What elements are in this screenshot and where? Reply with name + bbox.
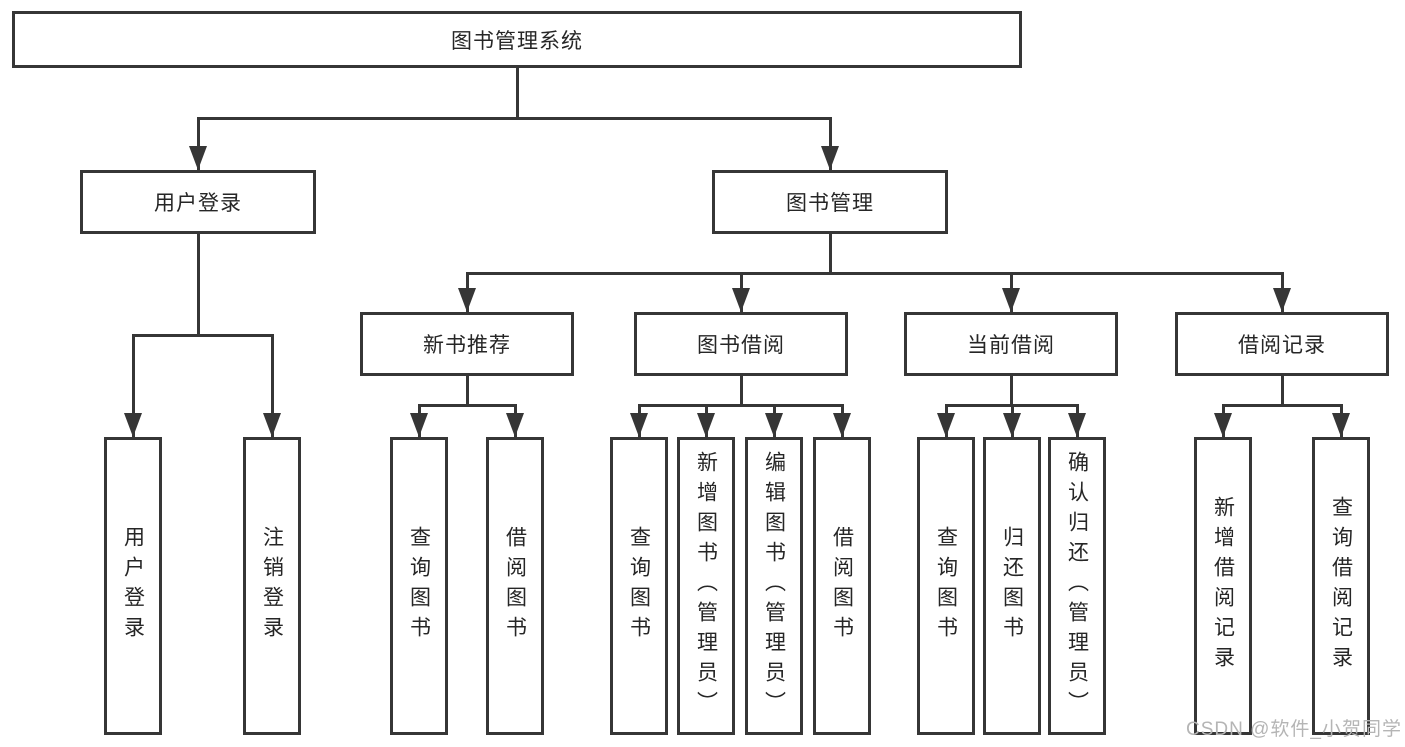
leaf-confirm-return-admin-label: 确认归还（管理员）	[1065, 451, 1089, 721]
leaf-user-login-label: 用户登录	[121, 526, 145, 646]
arrow-down-icon	[1003, 413, 1021, 437]
connector-user-login-stem	[197, 234, 200, 336]
leaf-return-books-label: 归还图书	[1000, 526, 1024, 646]
arrow-down-icon	[697, 413, 715, 437]
leaf-query-books-recommend-label: 查询图书	[407, 526, 431, 646]
arrow-down-icon	[458, 288, 476, 312]
node-book-borrow: 图书借阅	[634, 312, 848, 376]
leaf-edit-books-admin: 编辑图书（管理员）	[745, 437, 803, 735]
watermark-text: CSDN @软件_小贺同学	[1186, 719, 1402, 740]
connector-arrow-stem-user-login	[197, 117, 200, 170]
connector-user-login-distributor	[133, 334, 272, 337]
arrow-down-icon	[1214, 413, 1232, 437]
leaf-query-books-recommend: 查询图书	[390, 437, 448, 735]
leaf-return-books: 归还图书	[983, 437, 1041, 735]
connector-arrow-stem-logout-leaf	[271, 334, 274, 437]
leaf-edit-books-admin-label: 编辑图书（管理员）	[762, 451, 786, 721]
arrow-down-icon	[189, 146, 207, 170]
leaf-query-borrow-record-label: 查询借阅记录	[1329, 496, 1353, 676]
connector-root-distributor	[198, 117, 830, 120]
arrow-down-icon	[821, 146, 839, 170]
arrow-down-icon	[263, 413, 281, 437]
leaf-add-borrow-record-label: 新增借阅记录	[1211, 496, 1235, 676]
node-book-management: 图书管理	[712, 170, 948, 234]
arrow-down-icon	[1332, 413, 1350, 437]
connector-new-book-stem	[466, 376, 469, 406]
leaf-query-books-borrow-label: 查询图书	[627, 526, 651, 646]
arrow-down-icon	[410, 413, 428, 437]
connector-book-management-stem	[829, 234, 832, 274]
node-root: 图书管理系统	[12, 11, 1022, 68]
arrow-down-icon	[630, 413, 648, 437]
leaf-add-borrow-record: 新增借阅记录	[1194, 437, 1252, 735]
connector-current-borrow-stem	[1010, 376, 1013, 406]
node-user-login: 用户登录	[80, 170, 316, 234]
leaf-query-borrow-record: 查询借阅记录	[1312, 437, 1370, 735]
arrow-down-icon	[937, 413, 955, 437]
arrow-down-icon	[765, 413, 783, 437]
connector-new-book-distributor	[419, 404, 515, 407]
arrow-down-icon	[833, 413, 851, 437]
node-borrow-record: 借阅记录	[1175, 312, 1389, 376]
leaf-query-books-current-label: 查询图书	[934, 526, 958, 646]
leaf-query-books-current: 查询图书	[917, 437, 975, 735]
leaf-borrow-books-recommend: 借阅图书	[486, 437, 544, 735]
node-current-borrow: 当前借阅	[904, 312, 1118, 376]
node-new-book-recommend: 新书推荐	[360, 312, 574, 376]
connector-arrow-stem-book-management	[829, 117, 832, 170]
arrow-down-icon	[1002, 288, 1020, 312]
connector-arrow-stem-login-leaf	[132, 334, 135, 437]
leaf-borrow-books: 借阅图书	[813, 437, 871, 735]
arrow-down-icon	[506, 413, 524, 437]
connector-root-stem	[516, 68, 519, 119]
leaf-add-books-admin-label: 新增图书（管理员）	[694, 451, 718, 721]
connector-book-borrow-stem	[740, 376, 743, 406]
connector-borrow-record-stem	[1281, 376, 1284, 406]
arrow-down-icon	[1273, 288, 1291, 312]
leaf-add-books-admin: 新增图书（管理员）	[677, 437, 735, 735]
arrow-down-icon	[124, 413, 142, 437]
arrow-down-icon	[732, 288, 750, 312]
connector-borrow-record-distributor	[1223, 404, 1341, 407]
leaf-query-books-borrow: 查询图书	[610, 437, 668, 735]
leaf-logout: 注销登录	[243, 437, 301, 735]
leaf-borrow-books-recommend-label: 借阅图书	[503, 526, 527, 646]
connector-book-borrow-distributor	[639, 404, 842, 407]
leaf-borrow-books-label: 借阅图书	[830, 526, 854, 646]
leaf-logout-label: 注销登录	[260, 526, 284, 646]
connector-book-management-distributor	[467, 272, 1282, 275]
arrow-down-icon	[1068, 413, 1086, 437]
leaf-confirm-return-admin: 确认归还（管理员）	[1048, 437, 1106, 735]
leaf-user-login: 用户登录	[104, 437, 162, 735]
